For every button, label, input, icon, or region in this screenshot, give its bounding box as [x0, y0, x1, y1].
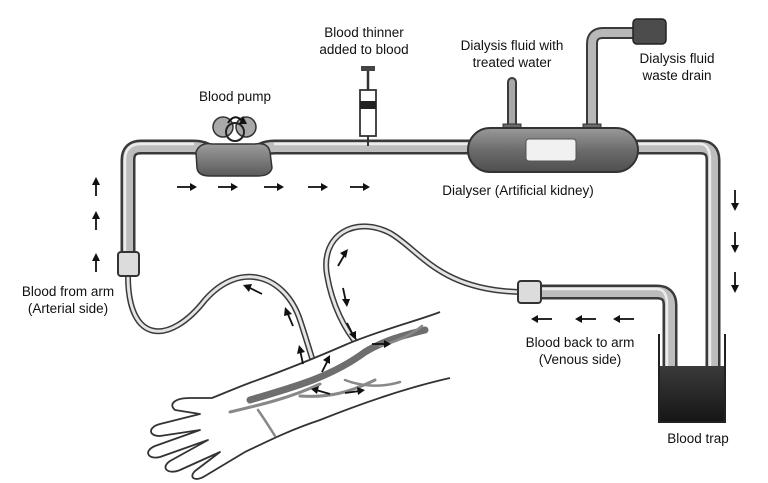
arterial-thin-tube-outline [125, 273, 323, 385]
label-dialyser: Dialyser (Artificial kidney) [442, 183, 594, 198]
arrow-up-1 [92, 177, 100, 196]
arrow-tube-6 [346, 322, 356, 340]
syringe-plunger-seal [360, 101, 376, 109]
arrow-right-4 [308, 183, 328, 191]
blood-trap [658, 334, 726, 423]
main-blood-line-highlight [123, 142, 712, 390]
label-blood-from-arm-1: Blood from arm [22, 284, 114, 299]
dialyser [467, 123, 639, 173]
waste-drain-pipe-outline [586, 27, 642, 134]
arrow-left-1 [531, 315, 552, 323]
arrow-arm-4 [321, 355, 330, 373]
venous-connector [517, 280, 542, 304]
arrow-tube-3 [297, 345, 305, 365]
arrow-right-2 [218, 183, 238, 191]
arrow-down-3 [731, 272, 739, 293]
syringe-barrel [359, 89, 377, 137]
arrow-left-2 [575, 315, 596, 323]
label-blood-back-2: (Venous side) [539, 352, 622, 367]
arrow-right-3 [264, 183, 284, 191]
arrow-arm-2 [311, 386, 331, 395]
label-blood-pump: Blood pump [199, 89, 271, 104]
arrow-arm-3 [344, 387, 365, 395]
arm-vein-branch-4 [343, 378, 402, 387]
tubing [120, 27, 721, 396]
arrow-right-5 [350, 183, 370, 191]
label-waste-drain-2: waste drain [641, 68, 711, 83]
arrow-tube-4 [337, 249, 348, 267]
pump-rotation-arrowhead [239, 116, 247, 124]
arrow-right-1 [177, 183, 197, 191]
arm-illustration [147, 311, 451, 480]
label-blood-thinner-2: added to blood [319, 42, 408, 57]
label-dialysis-fluid-2: treated water [473, 55, 552, 70]
label-dialysis-fluid-1: Dialysis fluid with [461, 38, 564, 53]
label-blood-from-arm-2: (Arterial side) [28, 301, 108, 316]
arm-vein-branch-5 [378, 324, 424, 348]
arrow-tube-1 [243, 284, 263, 295]
arm-vein-branch-1 [228, 382, 322, 414]
pump-roller-right [235, 116, 257, 138]
syringe-thumb-rest [361, 66, 375, 71]
label-blood-back-1: Blood back to arm [526, 335, 635, 350]
waste-drain-container [632, 18, 667, 45]
arrow-down-1 [731, 190, 739, 211]
blood-pump [195, 116, 273, 177]
flow-arrows [92, 177, 739, 395]
label-blood-thinner-1: Blood thinner [324, 25, 404, 40]
pump-rotor [225, 122, 245, 142]
arrow-up-3 [92, 253, 100, 272]
arm-vein-main [246, 326, 429, 404]
venous-thin-tube-fill [324, 224, 527, 347]
pump-housing [195, 142, 273, 177]
trap-fluid [659, 366, 725, 422]
arterial-connector [117, 251, 140, 277]
arrow-down-2 [731, 232, 739, 253]
arrow-up-2 [92, 211, 100, 230]
arrow-tube-5 [342, 287, 350, 307]
arrow-arm-1 [372, 340, 391, 348]
arterial-thin-tube-fill [126, 274, 322, 384]
arm-vein-branch-3 [256, 408, 277, 438]
arrow-left-3 [613, 315, 634, 323]
dialyser-label-window [525, 138, 577, 162]
label-blood-trap: Blood trap [667, 431, 729, 446]
venous-line-highlight [538, 287, 669, 390]
blood-thinner-syringe [359, 66, 377, 146]
arm-vein-branch-2 [298, 378, 377, 398]
arrow-tube-2 [284, 307, 294, 327]
waste-drain-pipe-fill [588, 29, 640, 132]
label-waste-drain-1: Dialysis fluid [639, 51, 714, 66]
trap-container [658, 334, 726, 423]
